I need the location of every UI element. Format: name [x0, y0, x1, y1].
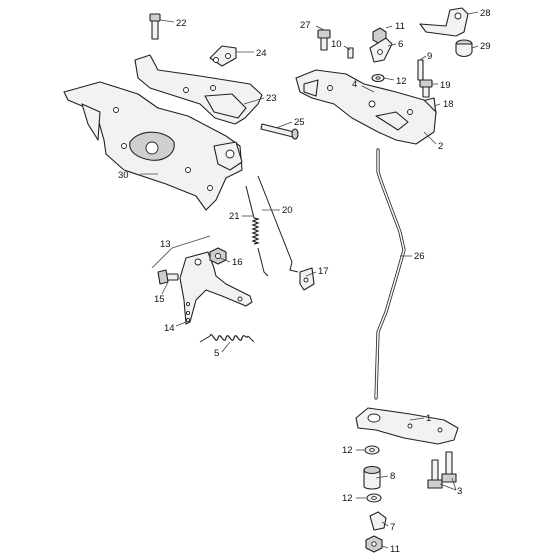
part-21-spring: [245, 185, 269, 277]
callout-23: 23: [266, 93, 277, 104]
callout-12-bottom: 12: [342, 493, 353, 504]
callout-6: 6: [398, 39, 403, 50]
callout-12-mid: 12: [342, 445, 353, 456]
part-12-mid-washer: [364, 445, 380, 455]
callout-21: 21: [229, 211, 240, 222]
part-1-plate: [355, 407, 459, 445]
callout-11-bottom: 11: [390, 544, 400, 555]
callout-19: 19: [440, 80, 451, 91]
callout-3: 3: [457, 486, 462, 497]
part-2-main-plate: [295, 69, 437, 145]
callout-24: 24: [256, 48, 267, 59]
part-7-clip: [369, 511, 387, 531]
part-14-lever: [179, 251, 253, 325]
part-17-clip: [299, 267, 315, 291]
callout-27: 27: [300, 20, 311, 31]
part-30-main-plate: [63, 81, 243, 211]
part-11-bottom-nut: [365, 535, 383, 553]
part-13-assembly-bracket: [151, 235, 211, 269]
part-25-pin: [260, 123, 299, 140]
callout-8: 8: [390, 471, 395, 482]
callout-18: 18: [443, 99, 454, 110]
callout-numbers: 22 24 23 25 30 20 21 13 16 17 15 14 5 27…: [118, 8, 491, 555]
callout-16: 16: [232, 257, 243, 268]
callout-25: 25: [294, 117, 305, 128]
callout-14: 14: [164, 323, 175, 334]
callout-4: 4: [352, 79, 357, 90]
part-19-bolt: [419, 79, 433, 98]
callout-22: 22: [176, 18, 187, 29]
callout-9: 9: [427, 51, 432, 62]
part-6-bracket: [369, 37, 393, 63]
callout-29: 29: [480, 41, 491, 52]
part-28-lever: [419, 7, 469, 37]
part-20-rod: [257, 175, 299, 273]
part-5-spring: [199, 334, 255, 343]
callout-1: 1: [426, 413, 431, 424]
part-12-top-washer: [371, 73, 385, 83]
part-15-bolt: [157, 269, 179, 285]
callout-20: 20: [282, 205, 293, 216]
callout-5: 5: [214, 348, 219, 359]
callout-15: 15: [154, 294, 165, 305]
callout-7: 7: [390, 522, 395, 533]
part-29-knob: [455, 39, 473, 58]
callout-13: 13: [160, 239, 171, 250]
part-3-bolts: [427, 451, 457, 489]
part-26-rod: [374, 148, 406, 400]
part-22-bolt: [149, 13, 161, 40]
callout-10: 10: [331, 39, 342, 50]
part-27-bolt: [317, 29, 331, 51]
callout-2: 2: [438, 141, 443, 152]
part-30-upper-bracket: [134, 54, 263, 125]
part-9-bolt: [417, 59, 424, 81]
callout-11-top: 11: [395, 21, 405, 32]
part-8-bushing: [363, 465, 381, 490]
part-24-clip: [209, 45, 237, 67]
callout-30: 30: [118, 170, 129, 181]
part-12-bottom-washer: [366, 493, 382, 503]
callout-12-top: 12: [396, 76, 407, 87]
leader-lines: [140, 11, 479, 549]
callout-28: 28: [480, 8, 491, 19]
part-10-pin: [347, 47, 354, 59]
part-16-nut: [209, 247, 227, 265]
callout-26: 26: [414, 251, 425, 262]
callout-17: 17: [318, 266, 329, 277]
